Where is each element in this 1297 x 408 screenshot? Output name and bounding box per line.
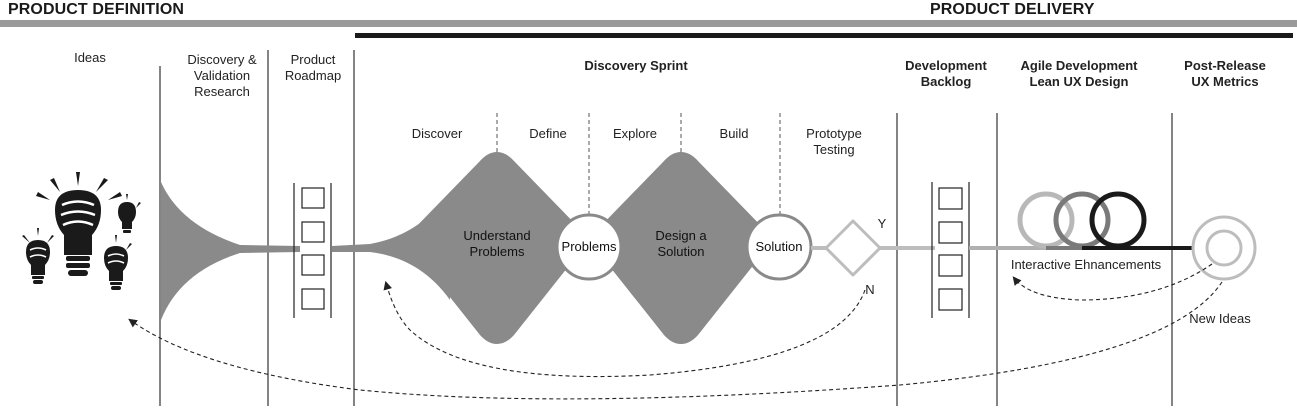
backlog-list-icon: [931, 182, 970, 318]
phase-discover: Discover: [411, 126, 463, 141]
lightbulb-icon-small-left: [22, 228, 54, 284]
understand-problems-text: Understand Problems: [463, 228, 531, 259]
feedback-arrows: [128, 263, 1223, 400]
product-roadmap-label: Product Roadmap: [284, 52, 342, 83]
column-dividers: [159, 50, 1173, 406]
phase-dividers: [496, 113, 781, 215]
design-diamond: [591, 152, 771, 344]
understand-diamond: [407, 152, 587, 344]
metrics-target-icon: [1191, 215, 1257, 281]
sprint-funnel: [332, 192, 450, 300]
development-backlog-label: Development Backlog: [905, 58, 987, 89]
discovery-validation-label: Discovery & Validation Research: [187, 52, 257, 99]
phase-prototype-testing: Prototype Testing: [806, 126, 862, 157]
problems-text: Problems: [561, 239, 617, 254]
lightbulb-icon-tiny: [118, 194, 141, 233]
product-definition-header: PRODUCT DEFINITION: [8, 1, 185, 18]
roadmap-list-icon: [293, 183, 332, 318]
new-ideas-label: New Ideas: [1189, 311, 1251, 326]
product-delivery-header: PRODUCT DELIVERY: [930, 1, 1095, 18]
discovery-funnel: [161, 182, 300, 320]
delivery-bar: [355, 33, 1293, 38]
discovery-sprint-label: Discovery Sprint: [584, 58, 688, 73]
solution-text: Solution: [755, 239, 803, 254]
definition-bar: [0, 20, 1297, 27]
agile-loops: [969, 191, 1192, 250]
phase-define: Define: [529, 126, 567, 141]
agile-development-label: Agile Development Lean UX Design: [1020, 58, 1138, 89]
lightbulb-icon: [36, 172, 122, 276]
problems-node: [555, 213, 623, 281]
decision-yes: Y: [877, 216, 887, 231]
decision-diamond: [824, 219, 882, 277]
decision-no: N: [865, 282, 875, 297]
lightbulb-icon-small-right: [104, 235, 132, 290]
interactive-enhancements-label: Interactive Ehnancements: [1010, 257, 1162, 272]
design-solution-text: Design a Solution: [655, 228, 707, 259]
post-release-label: Post-Release UX Metrics: [1184, 58, 1266, 89]
ideas-label: Ideas: [74, 50, 106, 65]
phase-build: Build: [719, 126, 749, 141]
phase-explore: Explore: [612, 126, 658, 141]
